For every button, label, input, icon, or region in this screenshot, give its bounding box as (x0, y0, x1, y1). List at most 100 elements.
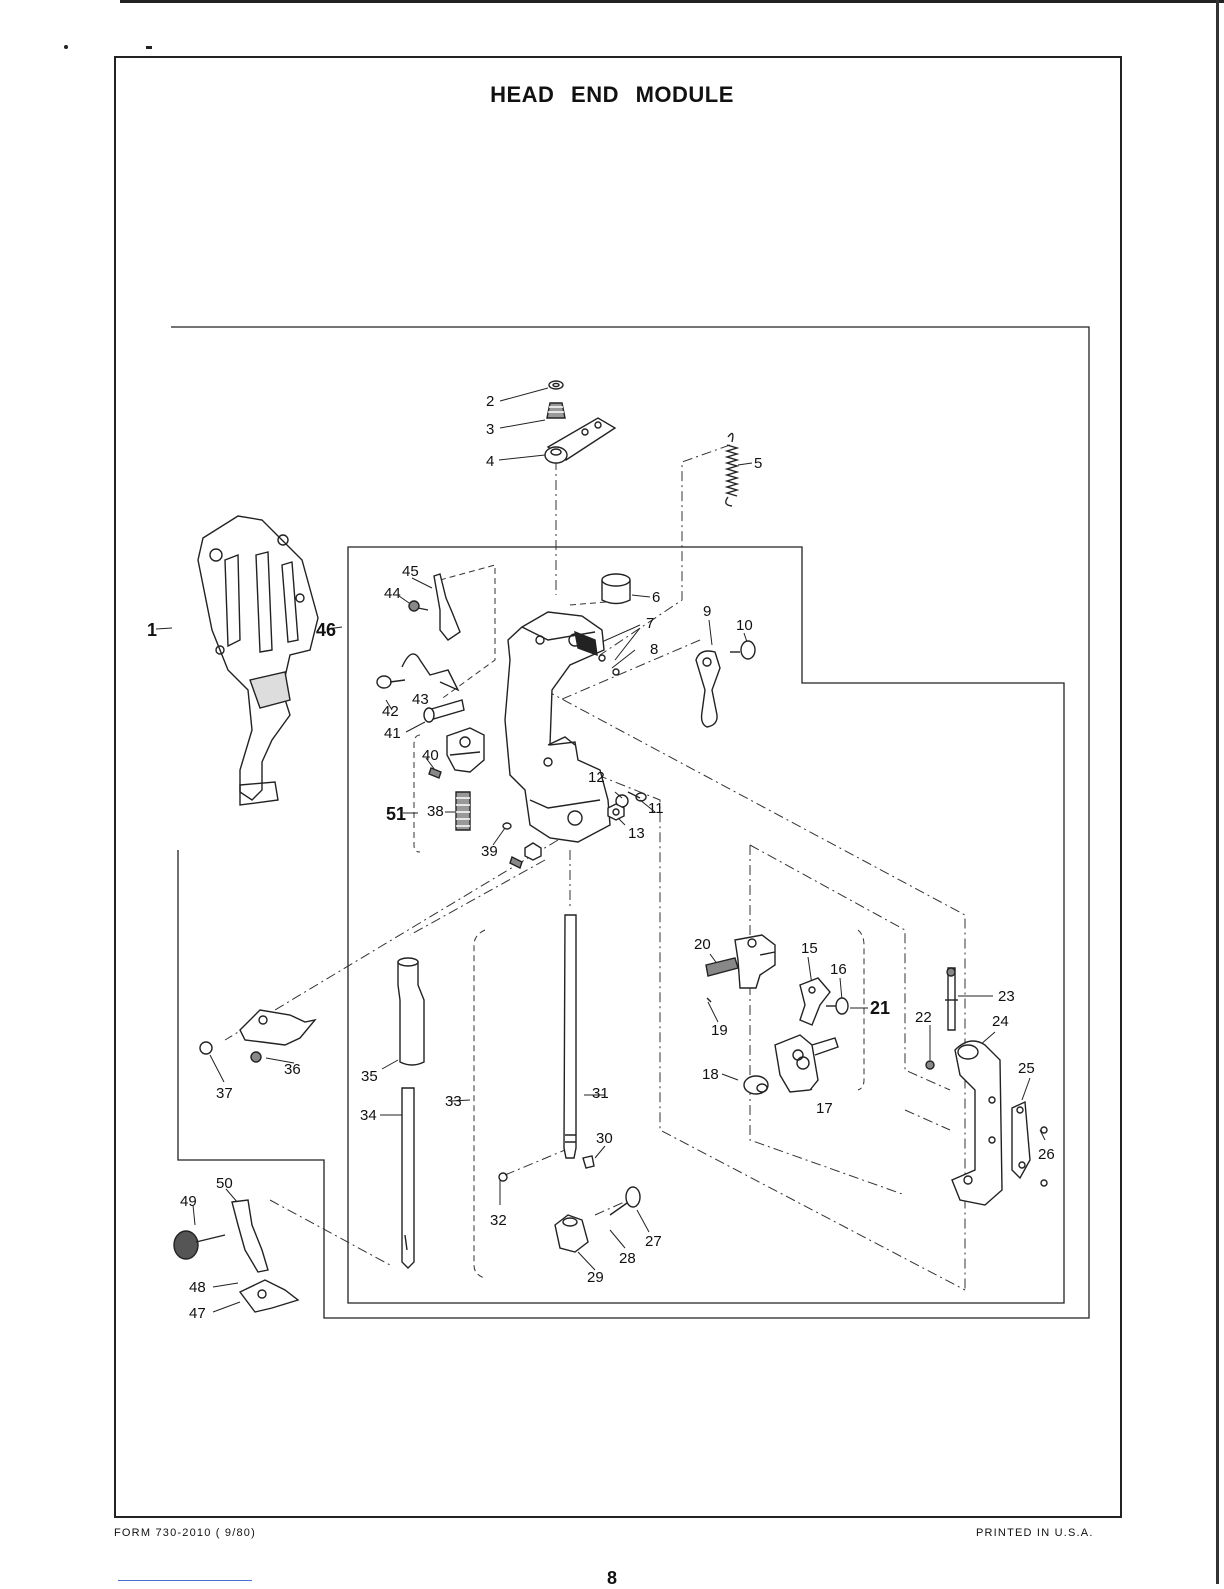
callout-31: 31 (592, 1085, 609, 1102)
part-set-screw (510, 857, 522, 868)
callout-leaders (156, 388, 1045, 1312)
form-number: FORM 730-2010 ( 9/80) (114, 1527, 256, 1539)
part-thumb-screw (174, 1231, 225, 1259)
part-thread-pin (706, 958, 738, 976)
callout-49: 49 (180, 1193, 197, 1210)
part-coil-spring (456, 792, 470, 830)
part-presser-bar-guide (555, 1215, 588, 1252)
callout-37: 37 (216, 1085, 233, 1102)
callout-36: 36 (284, 1061, 301, 1078)
page-number: 8 (0, 1568, 1224, 1589)
callout-41: 41 (384, 725, 401, 742)
callout-47: 47 (189, 1305, 206, 1322)
leader-lines (225, 445, 965, 1290)
part-screw (583, 1156, 594, 1168)
part-presser-foot (240, 1280, 298, 1312)
part-upper-bushing (398, 958, 424, 1065)
part-screw (377, 676, 405, 688)
callout-12: 12 (588, 769, 605, 786)
callout-4: 4 (486, 453, 494, 470)
part-foot-lifter (240, 1010, 315, 1045)
part-crank (775, 1035, 838, 1092)
callout-39: 39 (481, 843, 498, 860)
part-nut (608, 804, 624, 820)
callout-1: 1 (147, 620, 157, 640)
callout-8: 8 (650, 641, 658, 658)
callout-30: 30 (596, 1130, 613, 1147)
part-bushing (602, 574, 630, 604)
part-screw (200, 1042, 212, 1054)
callout-7: 7 (646, 615, 654, 632)
part-wire-spring (402, 654, 458, 690)
part-shoulder-pin (424, 700, 464, 722)
printed-in-label: PRINTED IN U.S.A. (976, 1527, 1094, 1539)
part-link-arm (545, 418, 615, 463)
callout-44: 44 (384, 585, 401, 602)
callout-35: 35 (361, 1068, 378, 1085)
part-retaining-ring (549, 381, 563, 389)
callout-24: 24 (992, 1013, 1009, 1030)
callout-21: 21 (870, 998, 890, 1018)
part-washer (503, 823, 511, 829)
part-nut (525, 843, 541, 860)
part-presser-bar (564, 915, 576, 1158)
callout-50: 50 (216, 1175, 233, 1192)
callout-20: 20 (694, 936, 711, 953)
part-coil-spring-small (547, 403, 565, 418)
callout-42: 42 (382, 703, 399, 720)
callout-46: 46 (316, 620, 336, 640)
part-thumb-screw (826, 998, 848, 1014)
callout-5: 5 (754, 455, 762, 472)
callout-9: 9 (703, 603, 711, 620)
part-presser-plate (198, 516, 318, 805)
callout-27: 27 (645, 1233, 662, 1250)
callout-3: 3 (486, 421, 494, 438)
callout-40: 40 (422, 747, 439, 764)
part-collar (744, 1076, 768, 1094)
part-screw (409, 601, 428, 611)
callout-18: 18 (702, 1066, 719, 1083)
callout-43: 43 (412, 691, 429, 708)
part-link-plate (1012, 1102, 1030, 1178)
part-screw (628, 792, 646, 801)
callout-labels: 1 2 3 4 5 6 7 8 9 10 11 12 13 15 16 17 1… (147, 393, 1055, 1322)
callout-22: 22 (915, 1009, 932, 1026)
callout-38: 38 (427, 803, 444, 820)
callout-19: 19 (711, 1022, 728, 1039)
callout-10: 10 (736, 617, 753, 634)
callout-29: 29 (587, 1269, 604, 1286)
part-set-screw (613, 669, 619, 675)
part-small-pin (707, 998, 711, 1002)
callout-11: 11 (648, 800, 664, 817)
group-outlines (414, 565, 864, 1278)
part-set-screw (926, 1061, 934, 1069)
callout-16: 16 (830, 961, 847, 978)
callout-45: 45 (402, 563, 419, 580)
callout-34: 34 (360, 1107, 377, 1124)
part-screw (499, 1173, 507, 1181)
part-set-screw (429, 768, 441, 778)
callout-26: 26 (1038, 1146, 1055, 1163)
outer-assembly-boundary (171, 327, 1089, 1318)
part-adjusting-rod (945, 968, 958, 1030)
callout-2: 2 (486, 393, 494, 410)
callout-28: 28 (619, 1250, 636, 1267)
part-spring-bracket (434, 574, 460, 640)
callout-23: 23 (998, 988, 1015, 1005)
callout-32: 32 (490, 1212, 507, 1229)
callout-48: 48 (189, 1279, 206, 1296)
callout-25: 25 (1018, 1060, 1035, 1077)
part-set-screw (599, 655, 605, 661)
part-hook-lever (800, 978, 830, 1025)
part-needle-bar-rod (402, 1088, 414, 1268)
part-tension-spring (726, 433, 737, 506)
callout-13: 13 (628, 825, 645, 842)
part-clamp-block (447, 728, 484, 772)
part-thumb-knob (610, 1187, 640, 1215)
part-cap-screw (730, 641, 755, 659)
part-nut (251, 1052, 261, 1062)
callout-17: 17 (816, 1100, 833, 1117)
callout-6: 6 (652, 589, 660, 606)
